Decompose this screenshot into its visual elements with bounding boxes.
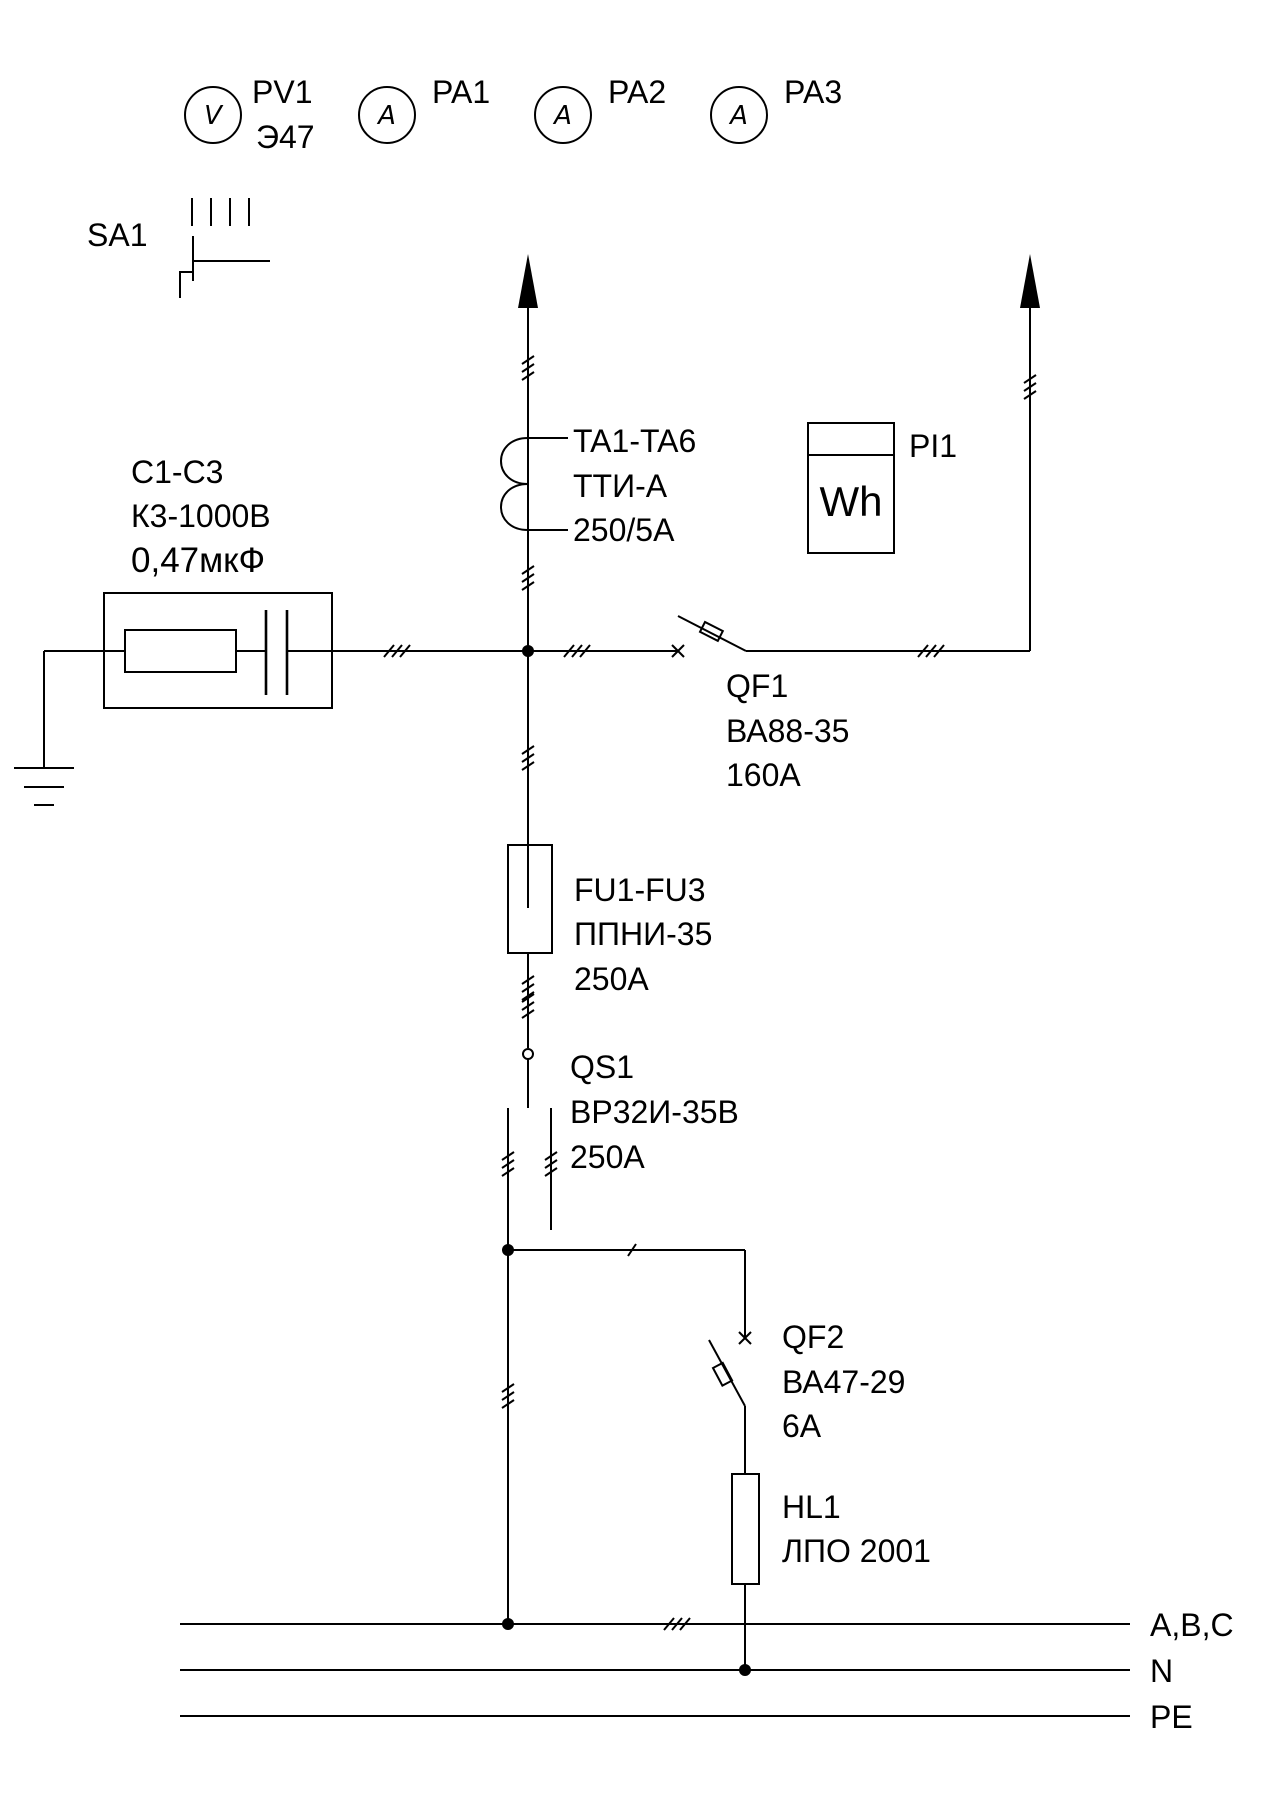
breaker-cross	[671, 644, 685, 658]
energy-meter-body	[807, 422, 895, 554]
ammeter-circle	[358, 86, 416, 144]
qf1-type: ВА88-35	[726, 713, 849, 749]
qs1-tag: QS1	[570, 1049, 634, 1085]
bus-phase-label: A,B,C	[1150, 1607, 1234, 1643]
fuse-body	[507, 844, 553, 954]
phase-ticks	[917, 644, 945, 658]
lamp-body	[731, 1473, 760, 1585]
ammeter-circle	[534, 86, 592, 144]
energy-meter-symbol: Wh	[820, 478, 883, 525]
energy-meter-pi1: Wh PI1	[807, 422, 957, 554]
phase-ticks	[521, 993, 535, 1019]
bus-feeder	[501, 1244, 515, 1630]
qf1-tag: QF1	[726, 668, 788, 704]
qf2-type: ВА47-29	[782, 1364, 905, 1400]
sa1-tag: SA1	[87, 217, 147, 253]
phase-ticks	[501, 1151, 558, 1177]
qf2-rating: 6А	[782, 1408, 822, 1444]
breaker-cross	[738, 1331, 752, 1345]
ammeter-pa1: A PA1	[358, 74, 490, 144]
capacitor-type: К3-1000В	[131, 498, 271, 534]
phase-ticks	[1023, 374, 1037, 400]
ta-type: ТТИ-А	[573, 468, 668, 504]
fuse-fu: FU1-FU3 ППНИ-35 250А	[507, 844, 712, 1048]
phase-ticks	[563, 644, 591, 658]
disconnector-qs1: QS1 ВР32И-35В 250А	[501, 993, 739, 1250]
qf1-rating: 160А	[726, 757, 801, 793]
breaker-blade	[677, 615, 747, 652]
discharge-resistor	[124, 629, 237, 673]
ammeter-symbol: A	[376, 101, 396, 131]
voltmeter-pv1: V PV1 Э47	[184, 74, 315, 155]
trip-unit	[711, 1361, 734, 1388]
busbars: A,B,C N PE	[180, 1607, 1234, 1735]
fu-rating: 250А	[574, 961, 649, 997]
hl1-tag: HL1	[782, 1489, 841, 1525]
fu-tag: FU1-FU3	[574, 872, 706, 908]
selector-switch-sa1: SA1	[87, 198, 270, 298]
qs1-type: ВР32И-35В	[570, 1094, 739, 1130]
qf2-tag: QF2	[782, 1319, 844, 1355]
feed-arrow-up	[518, 254, 538, 308]
energy-meter-tag: PI1	[909, 428, 957, 464]
ammeter-circle	[710, 86, 768, 144]
ammeter-pa2: A PA2	[534, 74, 666, 144]
capacitor-bank: C1-C3 К3-1000В 0,47мкФ	[14, 454, 528, 806]
main-feed-line	[518, 254, 538, 1001]
lamp-hl1: HL1 ЛПО 2001	[731, 1473, 931, 1676]
contact-circle	[522, 1048, 534, 1060]
voltmeter-tag: PV1	[252, 74, 312, 110]
ammeter-pa3: A PA3	[710, 74, 842, 144]
voltmeter-circle	[184, 86, 242, 144]
trip-unit	[698, 620, 725, 643]
ammeter-symbol: A	[552, 101, 572, 131]
feed-arrow-up	[1020, 254, 1040, 308]
ammeter-tag: PA1	[432, 74, 490, 110]
phase-ticks	[663, 1617, 691, 1631]
ta-ratio: 250/5А	[573, 512, 675, 548]
breaker-qf2: QF2 ВА47-29 6А	[508, 1243, 905, 1474]
breaker-qf1: QF1 ВА88-35 160А	[528, 254, 1040, 793]
ammeter-tag: PA3	[784, 74, 842, 110]
phase-ticks	[501, 1383, 515, 1409]
ammeter-tag: PA2	[608, 74, 666, 110]
fu-type: ППНИ-35	[574, 916, 712, 952]
ta-tag: TA1-TA6	[573, 423, 696, 459]
hl1-type: ЛПО 2001	[782, 1533, 931, 1569]
current-transformer-ta: TA1-TA6 ТТИ-А 250/5А	[500, 423, 696, 548]
voltmeter-symbol: V	[204, 101, 224, 131]
qs1-rating: 250А	[570, 1139, 645, 1175]
bus-earth-label: PE	[1150, 1699, 1193, 1735]
ammeter-symbol: A	[728, 101, 748, 131]
ground-icon	[14, 767, 74, 806]
capacitor-tag: C1-C3	[131, 454, 223, 490]
capacitor-value: 0,47мкФ	[131, 541, 265, 580]
bus-neutral-label: N	[1150, 1653, 1173, 1689]
voltmeter-type: Э47	[256, 119, 315, 155]
single-tick	[627, 1243, 637, 1257]
phase-ticks	[383, 644, 411, 658]
